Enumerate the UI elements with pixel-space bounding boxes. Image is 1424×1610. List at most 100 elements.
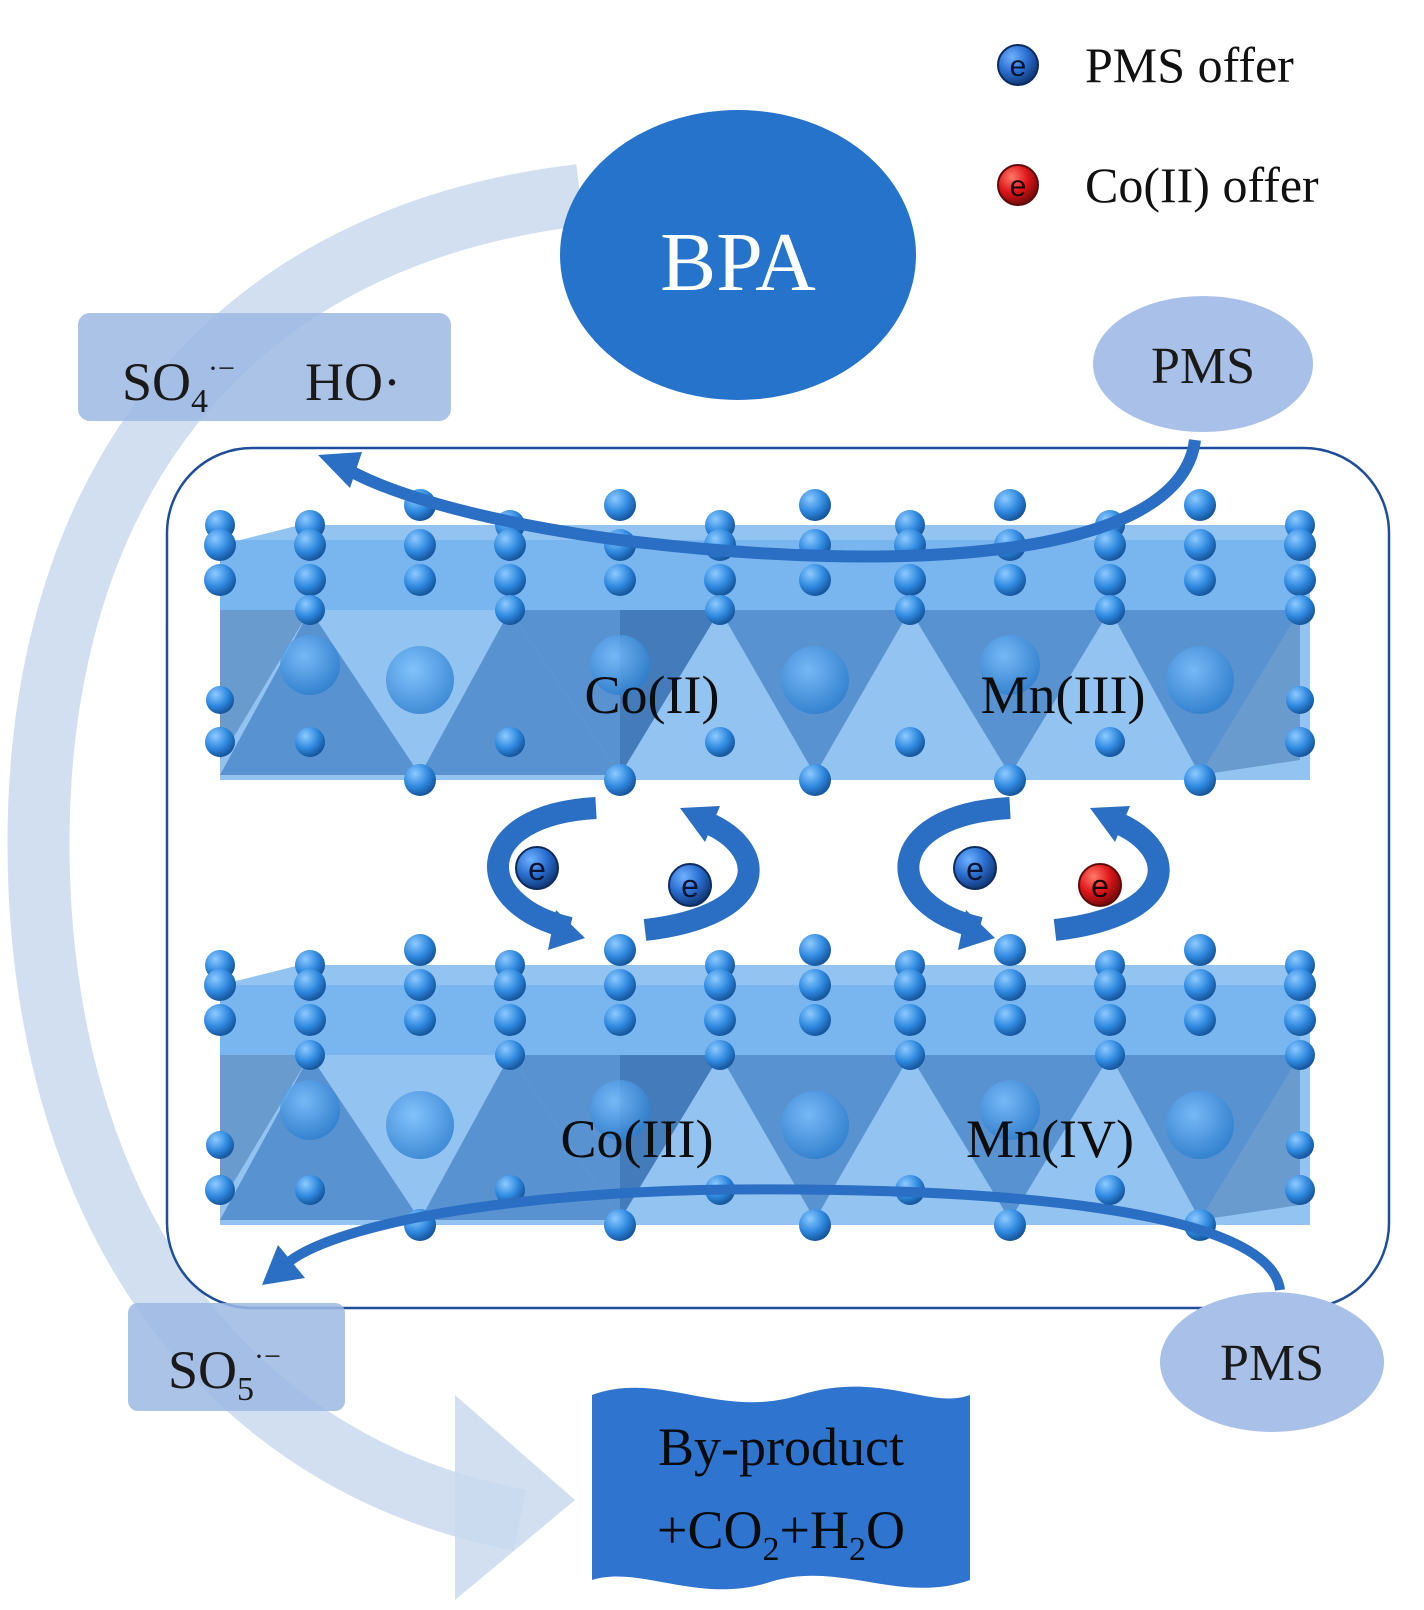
cycle-arrow	[7, 164, 584, 1600]
atom-sphere	[604, 1004, 636, 1036]
atom-sphere	[704, 564, 736, 596]
crystal-layer-top	[220, 525, 1310, 780]
svg-text:e: e	[1091, 868, 1109, 904]
atom-sphere	[895, 595, 925, 625]
atom-sphere	[799, 764, 831, 796]
atom-sphere	[799, 489, 831, 521]
atom-sphere	[994, 1209, 1026, 1241]
atom-sphere	[495, 595, 525, 625]
atom-sphere	[1184, 564, 1216, 596]
atom-sphere	[799, 1004, 831, 1036]
atom-sphere	[205, 1175, 235, 1205]
redox-cycle-left	[487, 797, 760, 950]
atom-sphere	[494, 1004, 526, 1036]
bpa-label: BPA	[660, 216, 816, 309]
atom-sphere	[1184, 969, 1216, 1001]
bpa-node: BPA	[560, 110, 916, 400]
pms-top-label: PMS	[1151, 338, 1255, 395]
atom-sphere	[205, 727, 235, 757]
atom-sphere	[1184, 489, 1216, 521]
so5-box: SO5·−	[128, 1303, 345, 1411]
atom-sphere	[704, 1004, 736, 1036]
atom-sphere	[404, 1004, 436, 1036]
svg-text:e: e	[966, 851, 984, 887]
atom-sphere	[295, 1175, 325, 1205]
atom-sphere	[1095, 1175, 1125, 1205]
layer-top-right-label: Mn(III)	[981, 665, 1146, 725]
atom-sphere	[1184, 764, 1216, 796]
atom-sphere	[494, 969, 526, 1001]
atom-sphere	[494, 529, 526, 561]
atom-sphere	[704, 969, 736, 1001]
atom-sphere	[206, 1131, 234, 1159]
pms-electron-icon: e	[953, 846, 997, 890]
legend-pms-label: PMS offer	[1085, 37, 1294, 93]
atom-sphere	[1284, 529, 1316, 561]
atom-sphere	[994, 934, 1026, 966]
pms-electron-icon: e	[668, 863, 712, 907]
atom-sphere	[295, 595, 325, 625]
co-electron-icon: e	[1078, 863, 1122, 907]
atom-sphere	[604, 1209, 636, 1241]
atom-sphere	[1184, 529, 1216, 561]
byproduct-line1: By-product	[658, 1417, 904, 1477]
atom-sphere	[604, 564, 636, 596]
atom-sphere	[494, 564, 526, 596]
atom-sphere	[204, 969, 236, 1001]
atom-sphere	[1094, 1004, 1126, 1036]
radical-box: SO4·− HO·	[78, 313, 451, 421]
atom-sphere	[1284, 969, 1316, 1001]
byproduct-line2: +CO2+H2O	[657, 1500, 905, 1568]
atom-sphere	[1286, 1131, 1314, 1159]
so5-radical-label: SO5·−	[168, 1340, 281, 1408]
atom-sphere	[1094, 529, 1126, 561]
atom-sphere	[994, 969, 1026, 1001]
legend-pms-electron-icon: e	[997, 44, 1039, 86]
atom-sphere	[1285, 1175, 1315, 1205]
redox-cycle-right	[897, 797, 1170, 950]
atom-sphere	[799, 564, 831, 596]
atom-sphere	[1095, 727, 1125, 757]
pms-top-node: PMS	[1093, 296, 1313, 432]
svg-text:e: e	[1010, 170, 1027, 203]
atom-sphere	[295, 727, 325, 757]
atom-sphere	[495, 727, 525, 757]
legend-co-electron-icon: e	[997, 164, 1039, 206]
atom-sphere	[294, 529, 326, 561]
atom-sphere	[404, 969, 436, 1001]
atom-sphere	[799, 1209, 831, 1241]
atom-sphere	[894, 1004, 926, 1036]
atom-sphere	[604, 969, 636, 1001]
atom-sphere	[204, 529, 236, 561]
atom-sphere	[1284, 1004, 1316, 1036]
atom-sphere	[495, 1040, 525, 1070]
atom-sphere	[895, 1040, 925, 1070]
oxygen-atoms	[204, 489, 1316, 1241]
atom-sphere	[895, 727, 925, 757]
atom-sphere	[404, 564, 436, 596]
atom-sphere	[705, 1040, 735, 1070]
legend-co-label: Co(II) offer	[1085, 157, 1319, 213]
atom-sphere	[204, 564, 236, 596]
pms-to-so5-arrow	[262, 1184, 1285, 1292]
atom-sphere	[404, 934, 436, 966]
atom-sphere	[994, 1004, 1026, 1036]
atom-sphere	[1284, 564, 1316, 596]
legend: e PMS offer e Co(II) offer	[997, 37, 1319, 213]
atom-sphere	[994, 764, 1026, 796]
atom-sphere	[404, 764, 436, 796]
atom-sphere	[604, 489, 636, 521]
atom-sphere	[404, 529, 436, 561]
atom-sphere	[294, 969, 326, 1001]
pms-electron-icon: e	[515, 846, 559, 890]
pms-bottom-label: PMS	[1220, 1335, 1324, 1392]
atom-sphere	[994, 564, 1026, 596]
atom-sphere	[894, 564, 926, 596]
atom-sphere	[1285, 727, 1315, 757]
atom-sphere	[1184, 1004, 1216, 1036]
atom-sphere	[206, 686, 234, 714]
atom-sphere	[1095, 595, 1125, 625]
atom-sphere	[1285, 1040, 1315, 1070]
atom-sphere	[705, 595, 735, 625]
